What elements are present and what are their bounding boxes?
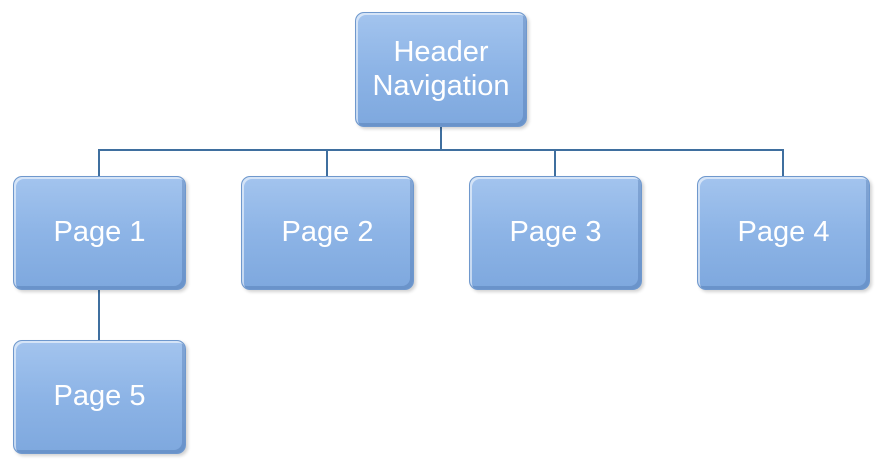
connector-horizontal-bus — [98, 149, 784, 151]
connector-page-2 — [326, 149, 328, 176]
connector-root-stem — [440, 126, 442, 150]
node-page-4-label: Page 4 — [737, 216, 830, 249]
node-header-navigation-line1: Header — [393, 36, 489, 69]
node-header-navigation-label: Header Navigation — [372, 36, 509, 103]
node-header-navigation[interactable]: Header Navigation — [355, 12, 527, 127]
node-page-1[interactable]: Page 1 — [13, 176, 186, 290]
connector-page-4 — [782, 149, 784, 176]
connector-page-1 — [98, 149, 100, 176]
node-page-2-label: Page 2 — [281, 216, 374, 249]
connector-page-1-to-page-5 — [98, 290, 100, 340]
connector-page-3 — [554, 149, 556, 176]
node-page-4[interactable]: Page 4 — [697, 176, 870, 290]
node-page-3[interactable]: Page 3 — [469, 176, 642, 290]
node-page-5-label: Page 5 — [53, 380, 146, 413]
node-page-2[interactable]: Page 2 — [241, 176, 414, 290]
node-page-5[interactable]: Page 5 — [13, 340, 186, 454]
node-page-1-label: Page 1 — [53, 216, 146, 249]
node-page-3-label: Page 3 — [509, 216, 602, 249]
node-header-navigation-line2: Navigation — [372, 69, 510, 102]
